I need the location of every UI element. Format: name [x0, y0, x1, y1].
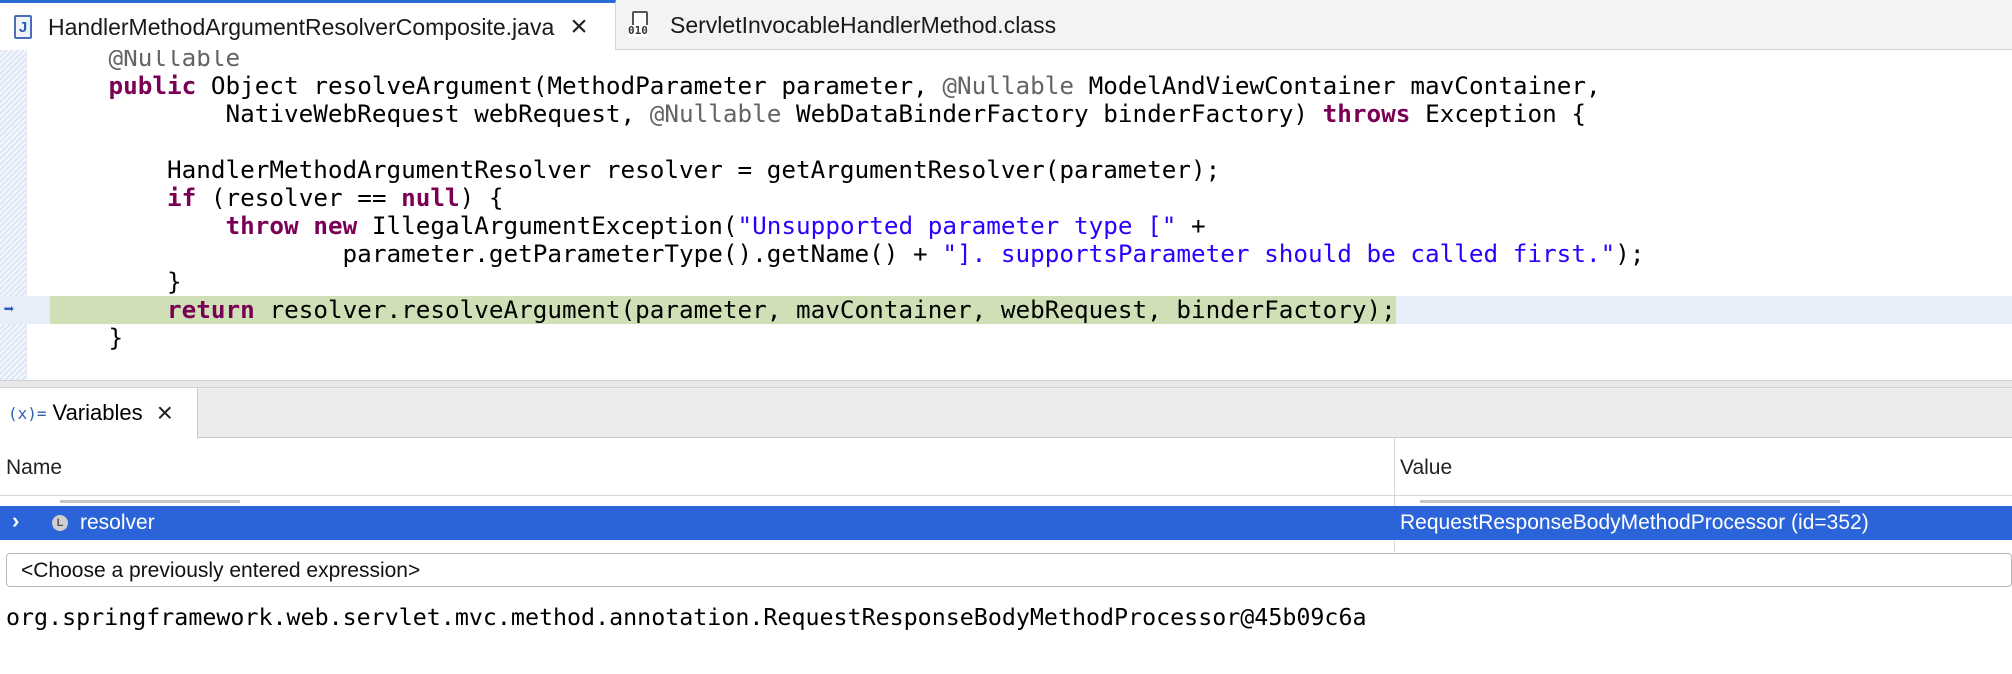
code-token: ); [1615, 239, 1645, 268]
code-token [299, 211, 314, 240]
code-line[interactable]: NativeWebRequest webRequest, @Nullable W… [0, 100, 2012, 128]
code-token: NativeWebRequest webRequest, [50, 99, 650, 128]
code-token: if [167, 183, 197, 212]
code-token: Exception { [1410, 99, 1586, 128]
tab-handler-method-argument-resolver-composite[interactable]: J HandlerMethodArgumentResolverComposite… [0, 0, 616, 51]
code-token: "Unsupported parameter type [" [737, 211, 1177, 240]
code-text: } [50, 268, 182, 296]
code-token: ) { [459, 183, 504, 212]
code-token: @Nullable [108, 50, 241, 72]
code-line[interactable]: public Object resolveArgument(MethodPara… [0, 72, 2012, 100]
code-token: @Nullable [649, 99, 782, 128]
code-area[interactable]: @Nullable public Object resolveArgument(… [0, 50, 2012, 352]
code-text: throw new IllegalArgumentException("Unsu… [50, 212, 1206, 240]
code-token: } [50, 323, 124, 352]
tab-label: Variables [52, 400, 143, 425]
editor-gutter[interactable] [0, 50, 27, 380]
code-token: throw [225, 211, 299, 240]
code-token: (resolver == [196, 183, 402, 212]
editor-tab-bar: J HandlerMethodArgumentResolverComposite… [0, 0, 2012, 51]
column-divider[interactable] [1394, 438, 1395, 566]
code-token [50, 211, 226, 240]
code-token: WebDataBinderFactory binderFactory) [781, 99, 1323, 128]
code-token: "]. supportsParameter should be called f… [942, 239, 1616, 268]
local-variable-icon: L [52, 515, 68, 531]
code-text: return resolver.resolveArgument(paramete… [50, 296, 1396, 324]
code-token [50, 71, 109, 100]
java-file-icon: J [14, 15, 32, 39]
code-editor[interactable]: @Nullable public Object resolveArgument(… [0, 50, 2012, 380]
expression-selector[interactable]: <Choose a previously entered expression> [6, 553, 2012, 587]
variable-name: resolver [80, 511, 155, 534]
code-token: return [167, 295, 255, 324]
column-header-name[interactable]: Name [6, 456, 63, 479]
code-line[interactable]: @Nullable [0, 50, 2012, 72]
class-file-icon: 010 [628, 11, 654, 39]
code-line[interactable]: if (resolver == null) { [0, 184, 2012, 212]
code-token: } [50, 267, 182, 296]
code-text: public Object resolveArgument(MethodPara… [50, 72, 1601, 100]
table-row[interactable]: › L resolver RequestResponseBodyMethodPr… [0, 506, 2012, 540]
current-code-line[interactable]: ➡ return resolver.resolveArgument(parame… [0, 296, 2012, 324]
code-token: Object resolveArgument(MethodParameter p… [196, 71, 943, 100]
detail-pane[interactable]: org.springframework.web.servlet.mvc.meth… [0, 596, 2012, 674]
table-row-partial [0, 496, 2012, 506]
tab-label: ServletInvocableHandlerMethod.class [670, 11, 1057, 38]
code-line[interactable]: throw new IllegalArgumentException("Unsu… [0, 212, 2012, 240]
expression-placeholder: <Choose a previously entered expression> [21, 559, 421, 582]
code-token [50, 183, 167, 212]
code-token: + [1176, 211, 1206, 240]
column-header-value[interactable]: Value [1400, 456, 1453, 479]
view-separator[interactable] [0, 380, 2012, 388]
code-token: IllegalArgumentException( [357, 211, 738, 240]
code-token: HandlerMethodArgumentResolver resolver =… [50, 155, 1221, 184]
code-token: null [401, 183, 460, 212]
code-token [50, 50, 109, 72]
instruction-pointer-icon: ➡ [3, 299, 15, 320]
code-line[interactable]: HandlerMethodArgumentResolver resolver =… [0, 156, 2012, 184]
code-text: NativeWebRequest webRequest, @Nullable W… [50, 100, 1586, 128]
tab-variables[interactable]: (x)= Variables × [0, 388, 198, 438]
code-token: @Nullable [942, 71, 1074, 100]
variables-table-header: Name Value [0, 438, 2012, 496]
code-token: throws [1322, 99, 1411, 128]
code-token: public [108, 71, 197, 100]
code-text: HandlerMethodArgumentResolver resolver =… [50, 156, 1220, 184]
tab-label: HandlerMethodArgumentResolverComposite.j… [48, 13, 555, 40]
chevron-right-icon[interactable]: › [12, 508, 20, 533]
tab-servlet-invocable-handler-method[interactable]: 010 ServletInvocableHandlerMethod.class [620, 0, 1140, 50]
close-icon[interactable]: × [570, 10, 588, 43]
code-text: } [50, 323, 124, 352]
code-line[interactable]: parameter.getParameterType().getName() +… [0, 240, 2012, 268]
code-text: @Nullable [50, 50, 241, 72]
variables-icon: (x)= [8, 403, 47, 423]
code-text: parameter.getParameterType().getName() +… [50, 239, 1645, 268]
variable-value: RequestResponseBodyMethodProcessor (id=3… [1400, 511, 1869, 534]
close-icon[interactable]: × [156, 397, 173, 428]
code-line[interactable]: } [0, 268, 2012, 296]
code-token: parameter.getParameterType().getName() + [50, 239, 943, 268]
variables-view-tab-bar: (x)= Variables × [0, 388, 2012, 438]
code-token: new [313, 211, 358, 240]
code-line[interactable] [0, 128, 2012, 156]
code-line[interactable]: } [0, 324, 2012, 352]
code-token: resolver.resolveArgument(parameter, mavC… [254, 295, 1396, 324]
code-token [50, 295, 167, 324]
code-token: ModelAndViewContainer mavContainer, [1073, 71, 1601, 100]
code-text: if (resolver == null) { [50, 183, 504, 212]
detail-output: org.springframework.web.servlet.mvc.meth… [6, 604, 1367, 631]
